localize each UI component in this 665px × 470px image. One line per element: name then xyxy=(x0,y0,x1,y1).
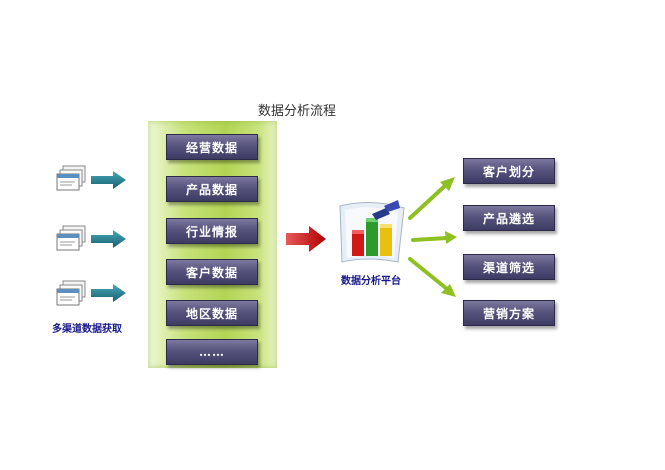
bar-chart-icon xyxy=(339,200,405,263)
output-item-box: 营销方案 xyxy=(463,300,555,326)
teal-arrow-icon xyxy=(91,230,126,248)
diagram-title: 数据分析流程 xyxy=(258,104,337,119)
document-stack-icon xyxy=(56,225,86,251)
green-arrow-icon xyxy=(411,231,457,244)
data-item-box: 行业情报 xyxy=(166,218,258,244)
data-item-box: 客户数据 xyxy=(166,259,258,285)
data-item-box: 经营数据 xyxy=(166,134,258,160)
output-item-box: 客户划分 xyxy=(463,158,555,184)
teal-arrow-icon xyxy=(91,171,126,189)
data-items-panel xyxy=(148,121,277,368)
green-arrow-icon xyxy=(408,177,455,220)
red-arrow-icon xyxy=(286,226,326,252)
data-item-box: 产品数据 xyxy=(166,176,258,202)
document-stack-icon xyxy=(56,165,86,191)
green-arrow-icon xyxy=(408,257,456,297)
sources-caption: 多渠道数据获取 xyxy=(52,324,122,335)
data-item-box: …… xyxy=(166,339,258,365)
output-item-box: 产品遴选 xyxy=(463,205,555,231)
data-item-box: 地区数据 xyxy=(166,300,258,326)
teal-arrow-icon xyxy=(91,284,126,302)
output-item-box: 渠道筛选 xyxy=(463,254,555,280)
platform-label: 数据分析平台 xyxy=(341,276,401,287)
document-stack-icon xyxy=(56,280,86,306)
